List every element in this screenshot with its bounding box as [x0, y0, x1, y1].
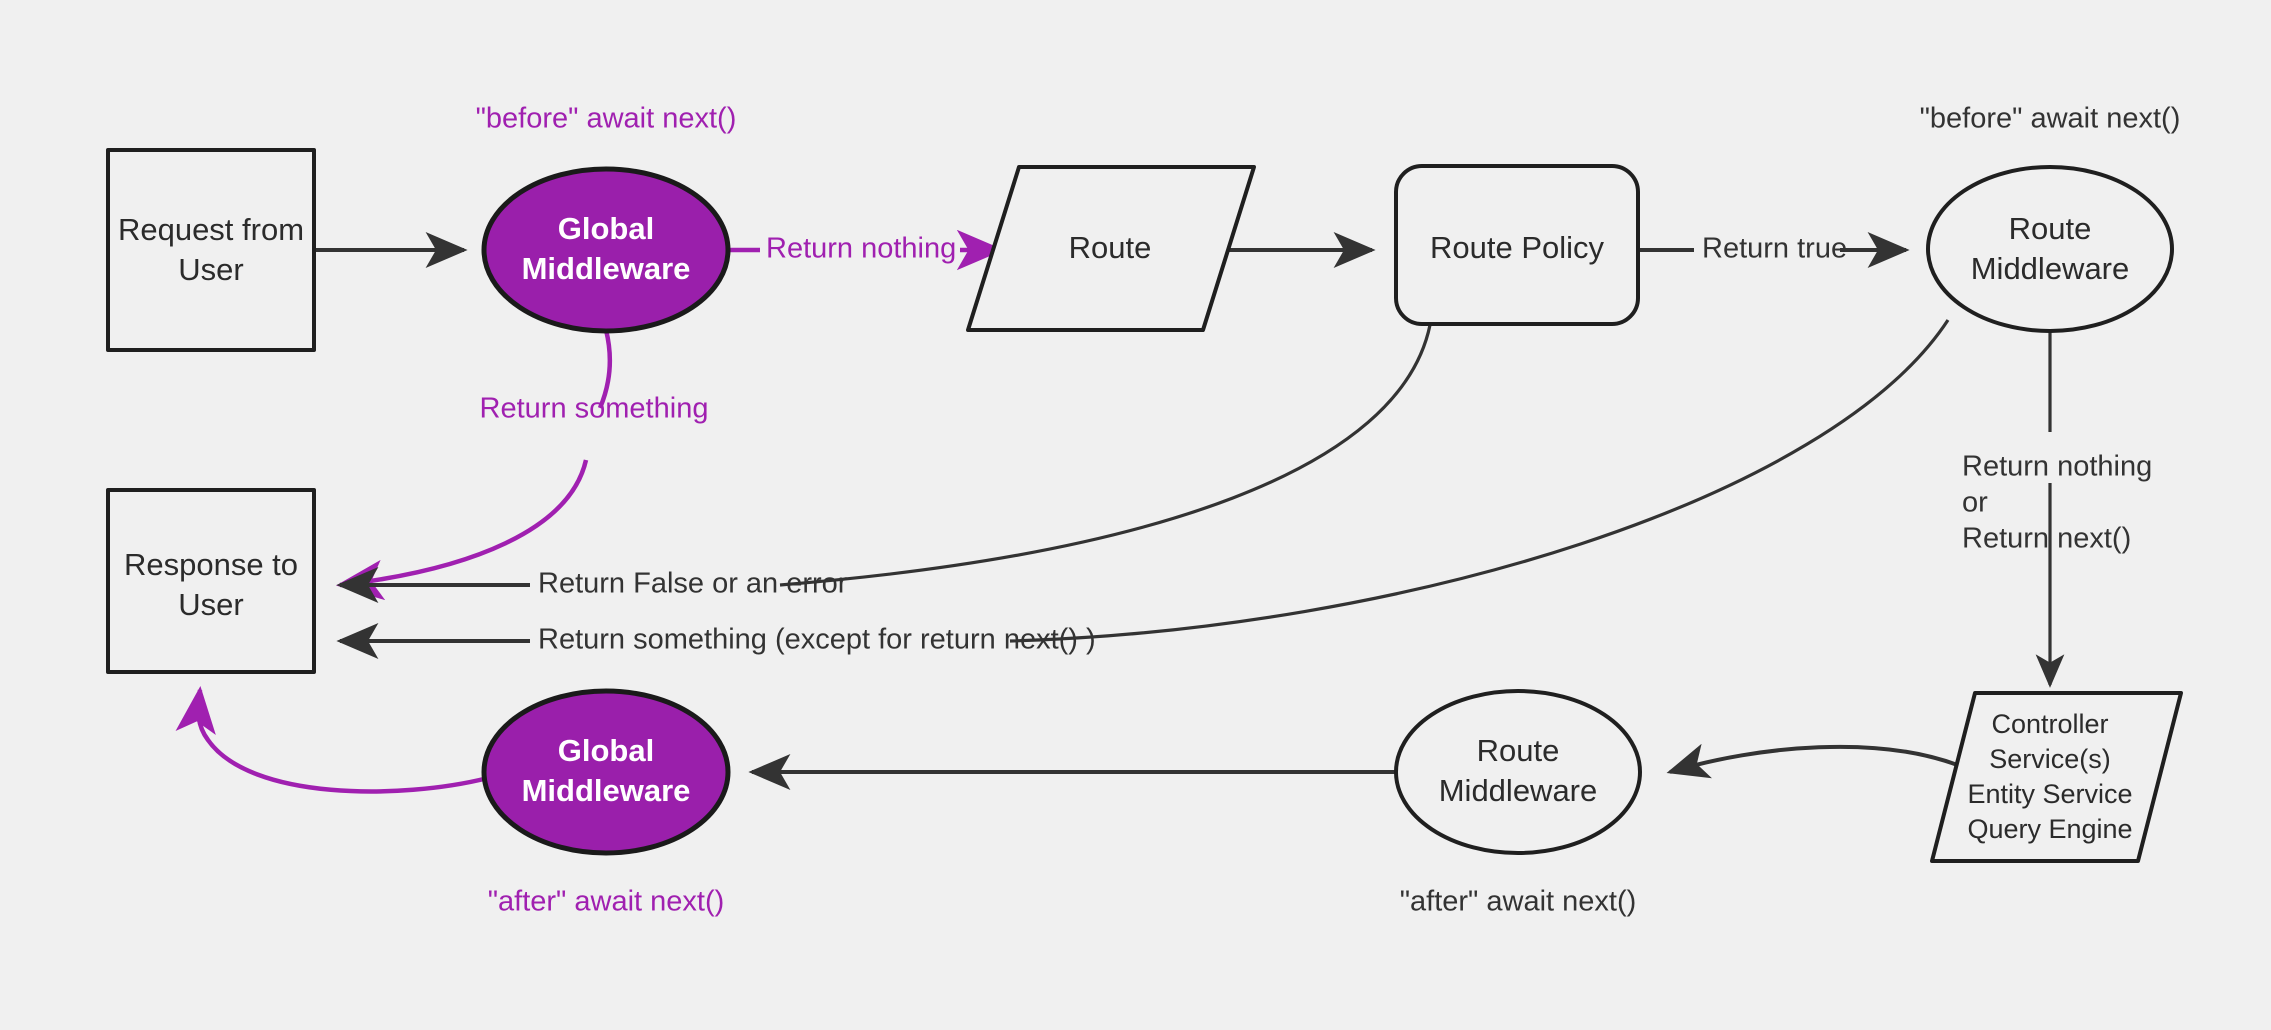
node-response-to-user-line2: User: [178, 587, 243, 622]
node-global-middleware-before-line2: Middleware: [522, 251, 691, 286]
node-controller-stack-line3: Entity Service: [1967, 779, 2132, 809]
node-controller-stack[interactable]: [1930, 691, 2183, 863]
node-route-middleware-after[interactable]: [1394, 689, 1642, 855]
node-controller-stack-line4: Query Engine: [1967, 814, 2132, 844]
node-response-to-user[interactable]: [106, 488, 316, 674]
node-controller-stack-line1: Controller: [1991, 709, 2108, 739]
edge-label-return-something-except: Return something (except for return next…: [538, 624, 1096, 656]
edge-label-return-false-or-error: Return False or an error: [538, 568, 848, 600]
node-route-policy-label: Route Policy: [1430, 230, 1605, 265]
annotation-after-await-next-global: "after" await next(): [488, 886, 725, 918]
node-global-middleware-after-line1: Global: [558, 733, 654, 768]
node-request-from-user-line1: Request from: [118, 212, 304, 247]
node-route-policy[interactable]: [1394, 164, 1640, 326]
edge-label-return-something: Return something: [480, 393, 709, 425]
node-route-label: Route: [1069, 230, 1152, 265]
node-global-middleware-after[interactable]: [481, 688, 731, 856]
edge-controller-to-route-mw-after: [1666, 743, 1961, 779]
node-route-middleware-after-line1: Route: [1477, 733, 1560, 768]
node-global-middleware-before-line1: Global: [558, 211, 654, 246]
node-global-middleware-after-line2: Middleware: [522, 773, 691, 808]
node-response-to-user-line1: Response to: [124, 547, 298, 582]
edge-global-mw-after-to-response: [175, 685, 489, 794]
edge-label-return-nothing-line1: Return nothing: [1962, 451, 2152, 483]
annotation-before-await-next-route: "before" await next(): [1920, 103, 2181, 135]
node-global-middleware-before[interactable]: [481, 166, 731, 334]
node-route-middleware-before-line2: Middleware: [1971, 251, 2130, 286]
annotation-after-await-next-route: "after" await next(): [1400, 886, 1637, 918]
edge-route-mw-to-response-curve: [1009, 319, 1950, 643]
edge-label-return-nothing-line2: or: [1962, 487, 1988, 519]
node-controller-stack-line2: Service(s): [1989, 744, 2111, 774]
node-route-middleware-before-line1: Route: [2009, 211, 2092, 246]
node-route[interactable]: [966, 165, 1256, 332]
edge-label-return-nothing-line3: Return next(): [1962, 523, 2131, 555]
node-request-from-user-line2: User: [178, 252, 243, 287]
edge-label-return-true: Return true: [1702, 233, 1847, 265]
edge-policy-to-response-curve: [779, 324, 1432, 587]
edge-global-down-stub: [597, 329, 613, 409]
node-request-from-user[interactable]: [106, 148, 316, 352]
node-route-middleware-before[interactable]: [1926, 165, 2174, 333]
node-route-middleware-after-line2: Middleware: [1439, 773, 1598, 808]
annotation-before-await-next-global: "before" await next(): [476, 103, 737, 135]
edge-label-return-nothing: Return nothing: [766, 233, 956, 265]
edge-global-to-response-something: [335, 459, 589, 601]
